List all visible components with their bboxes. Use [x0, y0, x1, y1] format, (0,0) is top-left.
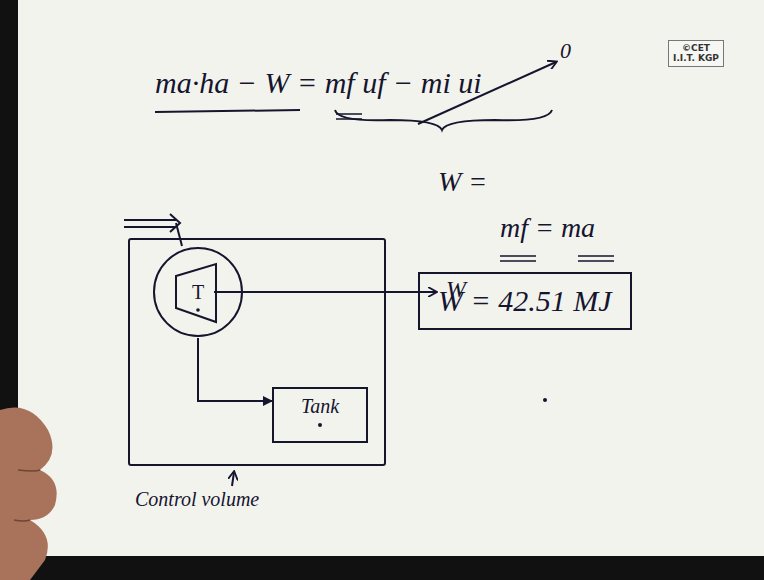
- node-text: Tank: [301, 395, 339, 418]
- control-volume: Control volumeTTank: [128, 238, 386, 466]
- node-text: T: [192, 281, 204, 304]
- flow-line: [198, 338, 272, 401]
- tank-box: Tank: [272, 387, 368, 443]
- work-label: W: [446, 276, 466, 303]
- zero-mark: 0: [560, 38, 571, 64]
- turbine-symbol: T: [152, 246, 244, 338]
- region-label: Control volume: [135, 488, 259, 511]
- mass-equation: mf = ma: [500, 212, 595, 244]
- logo-box: ©CET I.I.T. KGP: [668, 40, 724, 67]
- logo-text: ©CET I.I.T. KGP: [672, 43, 720, 64]
- work-equation: W =: [438, 166, 487, 198]
- energy-equation: ma·ha − W = mf uf − mi ui: [155, 66, 482, 100]
